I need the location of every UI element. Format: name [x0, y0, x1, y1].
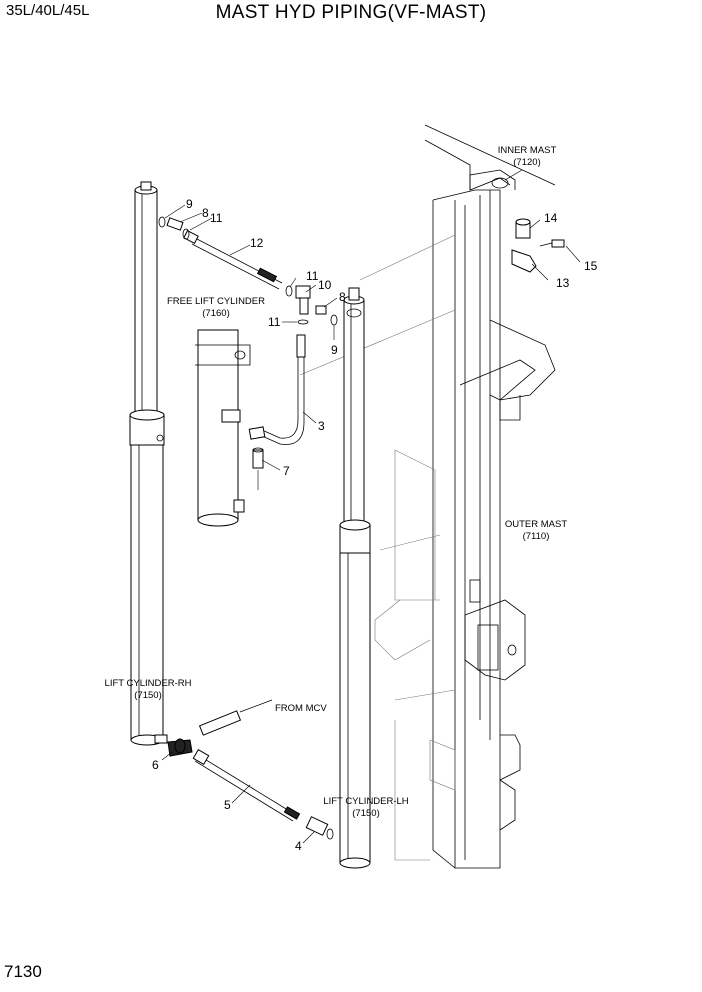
- hose-12: [183, 230, 283, 290]
- from-mcv-label: FROM MCV: [275, 703, 327, 714]
- callout-11-mid: 11: [306, 269, 319, 283]
- callout-9-top: 9: [186, 197, 193, 211]
- lift-cylinder-lh: [339, 287, 371, 869]
- free-lift-cylinder: [195, 329, 251, 527]
- fitting-7: [252, 447, 264, 490]
- hose-5: [167, 738, 301, 822]
- callout-9-right: 9: [331, 343, 338, 357]
- callout-10: 10: [318, 278, 332, 292]
- free-lift-cylinder-code: (7160): [202, 308, 229, 319]
- lift-cylinder-rh: [129, 181, 168, 746]
- callout-4: 4: [295, 839, 302, 853]
- clamp-parts: [511, 218, 565, 273]
- fitting-4: [305, 816, 334, 840]
- callout-13: 13: [556, 276, 570, 290]
- page-number: 7130: [4, 962, 42, 981]
- callout-15: 15: [584, 259, 598, 273]
- callout-3: 3: [318, 419, 325, 433]
- lift-cylinder-rh-code: (7150): [134, 690, 161, 701]
- fittings-top: [158, 216, 338, 326]
- from-mcv-hose: [198, 699, 273, 736]
- lift-cylinder-rh-label: LIFT CYLINDER-RH: [105, 678, 192, 689]
- outer-mast-frame: [299, 124, 556, 869]
- leader-lines: [161, 169, 581, 844]
- hose-3: [248, 334, 306, 445]
- callout-6: 6: [152, 758, 159, 772]
- callout-11-top: 11: [210, 211, 223, 225]
- model-label: 35L/40L/45L: [6, 2, 90, 19]
- callout-7: 7: [283, 464, 290, 478]
- page-title: MAST HYD PIPING(VF-MAST): [215, 2, 487, 23]
- outer-mast-code: (7110): [523, 531, 550, 542]
- callout-8-right: 8: [339, 290, 346, 304]
- callout-11-low: 11: [268, 315, 281, 329]
- callout-8-top: 8: [202, 206, 209, 220]
- callout-12: 12: [250, 236, 264, 250]
- inner-mast-label: INNER MAST: [498, 145, 557, 156]
- outer-mast-label: OUTER MAST: [505, 519, 567, 530]
- lift-cylinder-lh-label: LIFT CYLINDER-LH: [323, 796, 408, 807]
- callout-5: 5: [224, 798, 231, 812]
- lift-cylinder-lh-code: (7150): [352, 808, 379, 819]
- free-lift-cylinder-label: FREE LIFT CYLINDER: [167, 296, 265, 307]
- callout-14: 14: [544, 211, 558, 225]
- inner-mast-code: (7120): [513, 157, 540, 168]
